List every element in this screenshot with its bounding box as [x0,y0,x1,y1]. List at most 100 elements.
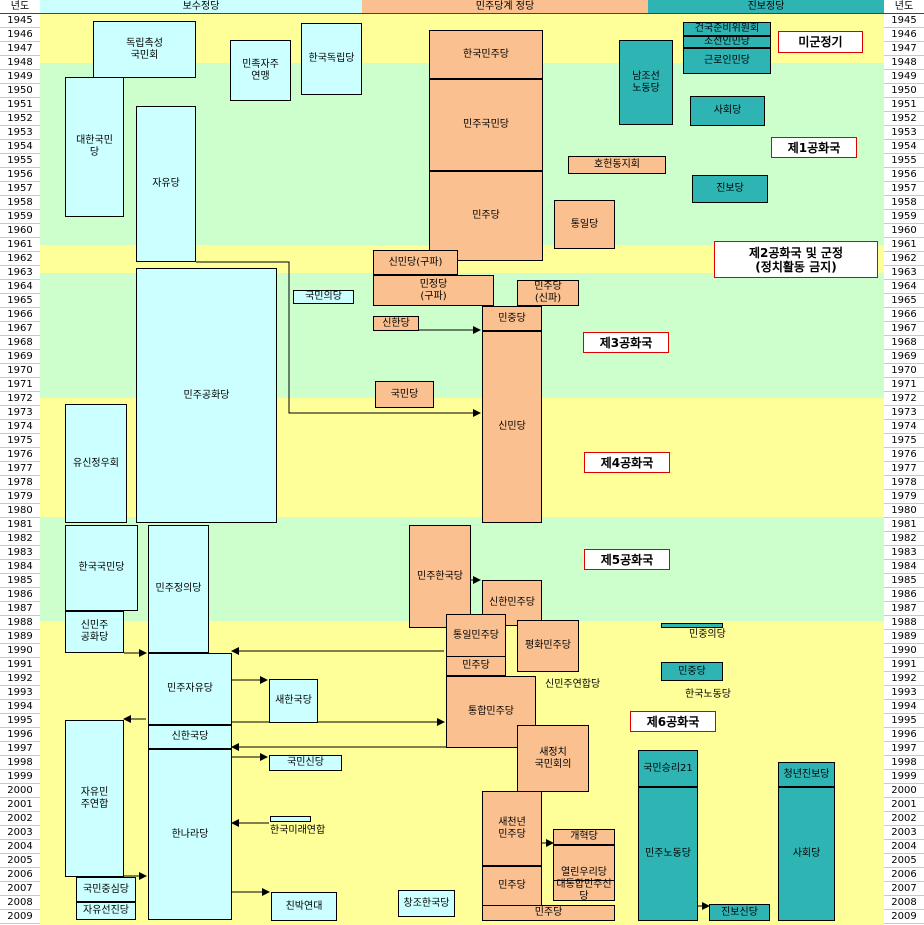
party-label: 민중당 [678,665,706,677]
year-cell: 1983 [884,546,924,560]
party-label: 신민당 [498,421,526,432]
year-cell: 1990 [884,644,924,658]
party-geunro: 근로인민당 [683,48,771,74]
year-cell: 1975 [0,434,40,448]
year-cell: 1996 [884,728,924,742]
year-cell: 1995 [884,714,924,728]
party-hanmirae [270,816,311,822]
party-label: 신한국당 [171,731,209,742]
party-label: 신민주 공화당 [80,620,109,643]
year-cell: 1993 [0,686,40,700]
party-label: 국민의당 [305,291,342,302]
year-header-left: 년도 [0,0,40,14]
year-cell: 1990 [0,644,40,658]
party-chinbak: 친박연대 [271,892,337,921]
party-saecheonnyeon: 새천년 민주당 [482,791,542,866]
party-label: 근로인민당 [704,55,750,66]
party-nodong: 남조선 노동당 [619,40,673,125]
party-label: 국민당 [390,388,419,400]
year-cell: 1987 [884,602,924,616]
party-jaseontong: 자유민 주연합 [65,720,124,877]
party-label: 사회당 [792,848,821,859]
year-cell: 1978 [884,476,924,490]
year-cell: 2005 [0,854,40,868]
header-conservative: 보수정당 [40,0,362,14]
year-cell: 1954 [0,140,40,154]
year-cell: 1949 [884,70,924,84]
year-cell: 1956 [884,168,924,182]
year-cell: 1947 [0,42,40,56]
year-cell: 1979 [884,490,924,504]
year-cell: 1975 [884,434,924,448]
year-cell: 2009 [0,910,40,924]
party-label: 민주당 [534,907,563,918]
party-sahoe1: 사회당 [690,96,765,126]
party-minjok: 민족자주 연맹 [230,40,291,101]
party-label: 민주정의당 [155,583,202,594]
party-label: 신한당 [382,317,410,329]
party-jayu: 자유당 [136,106,196,262]
party-label: 한국민주당 [463,48,509,60]
party-saejeongchi: 새정치 국민회의 [517,725,589,792]
party-label: 민족자주 연맹 [242,58,279,82]
year-cell: 1986 [0,588,40,602]
year-cell: 1960 [0,224,40,238]
party-jayuseonjin: 자유선진당 [76,902,136,920]
year-cell: 2000 [0,784,40,798]
party-label: 조선인민당 [704,36,750,47]
party-minjunodong: 민주노동당 [638,787,698,921]
year-cell: 1958 [884,196,924,210]
period-military: 미군정기 [778,31,863,53]
party-label: 민주당 (신파) [534,281,562,304]
year-cell: 1962 [884,252,924,266]
period-republic6: 제6공화국 [630,711,716,732]
arrow-jayu-to-sinmin [196,261,481,417]
party-hanminju: 한국민주당 [429,30,543,79]
year-cell: 1950 [884,84,924,98]
year-cell: 1976 [0,448,40,462]
year-cell: 1992 [0,672,40,686]
party-daetonghap: 대통합민주신당 [553,879,615,902]
period-republic4: 제4공화국 [584,452,670,473]
year-cell: 1981 [0,518,40,532]
year-cell: 1994 [0,700,40,714]
year-cell: 1967 [884,322,924,336]
year-cell: 1963 [0,266,40,280]
party-label: 유신정우회 [73,457,119,469]
year-cell: 1970 [884,364,924,378]
year-cell: 1954 [884,140,924,154]
party-label: 민주국민당 [463,119,509,130]
year-cell: 1947 [884,42,924,56]
year-cell: 1961 [884,238,924,252]
year-cell: 1980 [0,504,40,518]
party-label: 통합민주당 [468,706,514,717]
year-cell: 1980 [884,504,924,518]
year-cell: 1972 [0,392,40,406]
party-label: 건국준비위원회 [694,23,760,34]
party-label: 친박연대 [285,900,323,912]
party-kukminsin: 국민신당 [269,755,342,771]
party-hannara: 한나라당 [148,749,232,920]
period-republic2: 제2공화국 및 군정 (정치활동 금지) [714,241,878,278]
header-democratic: 민주당계 정당 [362,0,648,14]
year-cell: 1971 [884,378,924,392]
party-minju4: 민주당 [482,905,615,921]
party-yusin: 유신정우회 [65,404,127,523]
year-cell: 2007 [884,882,924,896]
party-label: 민주자유당 [167,683,213,694]
year-cell: 2002 [0,812,40,826]
party-label: 남조선 노동당 [632,70,660,94]
party-label: 대한국민 당 [76,135,113,158]
year-cell: 1994 [884,700,924,714]
year-cell: 1984 [884,560,924,574]
year-cell: 2000 [884,784,924,798]
party-tongil: 통일당 [554,200,615,249]
year-cell: 1986 [884,588,924,602]
party-label: 독립촉성 국민회 [126,37,163,61]
party-hankukdongnip: 한국독립당 [301,23,362,95]
party-label: 사회당 [713,105,742,116]
party-label: 새천년 민주당 [498,816,526,840]
party-joseonin: 조선인민당 [683,36,771,48]
year-cell: 1946 [884,28,924,42]
label-minjungui: 민중의당 [689,629,726,640]
